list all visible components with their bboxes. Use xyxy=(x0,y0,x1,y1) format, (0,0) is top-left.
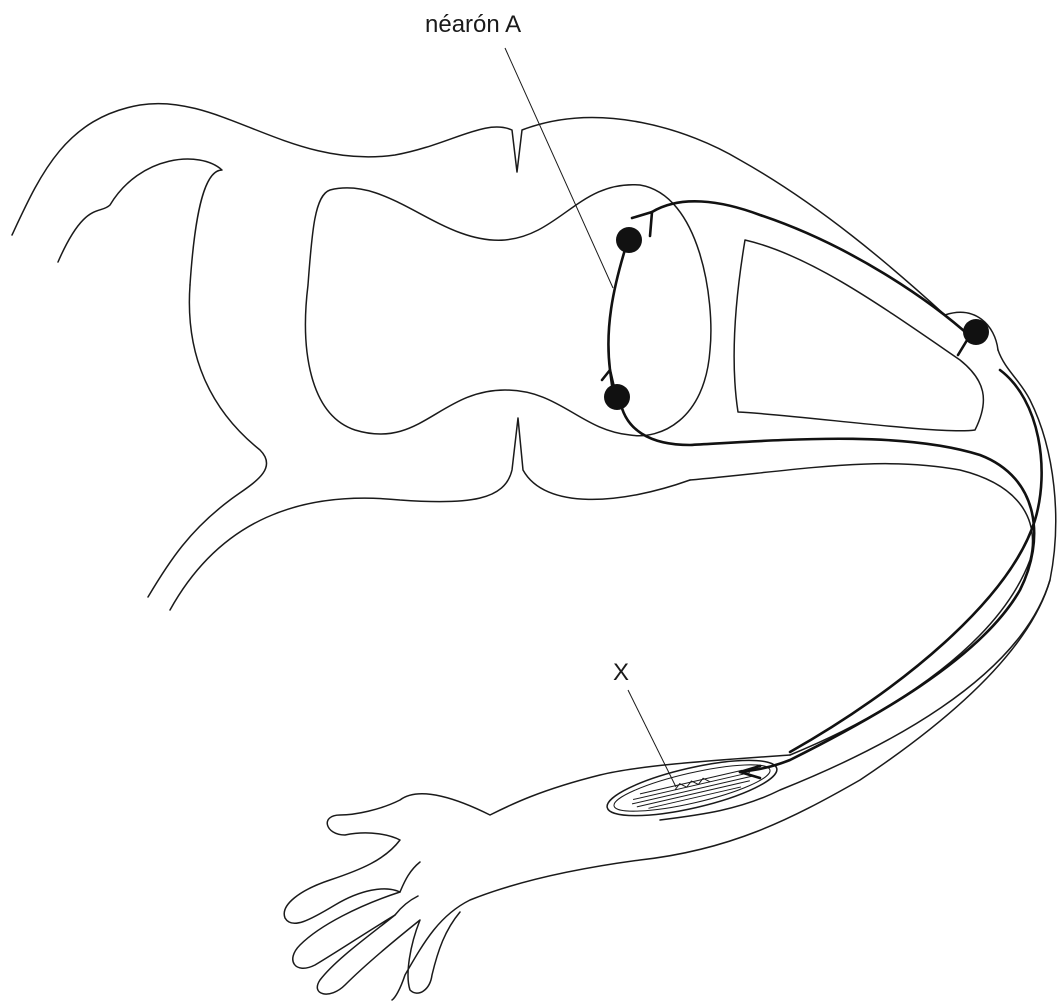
nerve-sheath-outer xyxy=(660,350,1056,820)
motor-end-plate xyxy=(740,766,760,778)
sensory-neuron-axon xyxy=(652,201,1042,752)
arm-outline xyxy=(284,580,1050,1000)
sensory-neuron-cell-body xyxy=(963,319,989,345)
dorsal-root xyxy=(734,240,983,431)
muscle-x-inner xyxy=(611,755,774,820)
relay-neuron-a xyxy=(608,240,628,392)
muscle-striations xyxy=(630,767,755,811)
leader-line-neuron-a xyxy=(505,48,613,288)
label-x: X xyxy=(613,659,629,686)
motor-neuron-axon xyxy=(620,400,1034,772)
motor-neuron-cell-body xyxy=(604,384,630,410)
relay-neuron-cell-body xyxy=(616,227,642,253)
finger-lines xyxy=(395,862,420,915)
nerve-sheath-inner xyxy=(690,464,1032,755)
leader-line-x xyxy=(628,690,676,787)
label-neuron-a: néarón A xyxy=(425,11,521,38)
relay-neuron-a-synapse-bottom xyxy=(602,370,612,385)
spinal-cord-outline xyxy=(12,104,998,350)
